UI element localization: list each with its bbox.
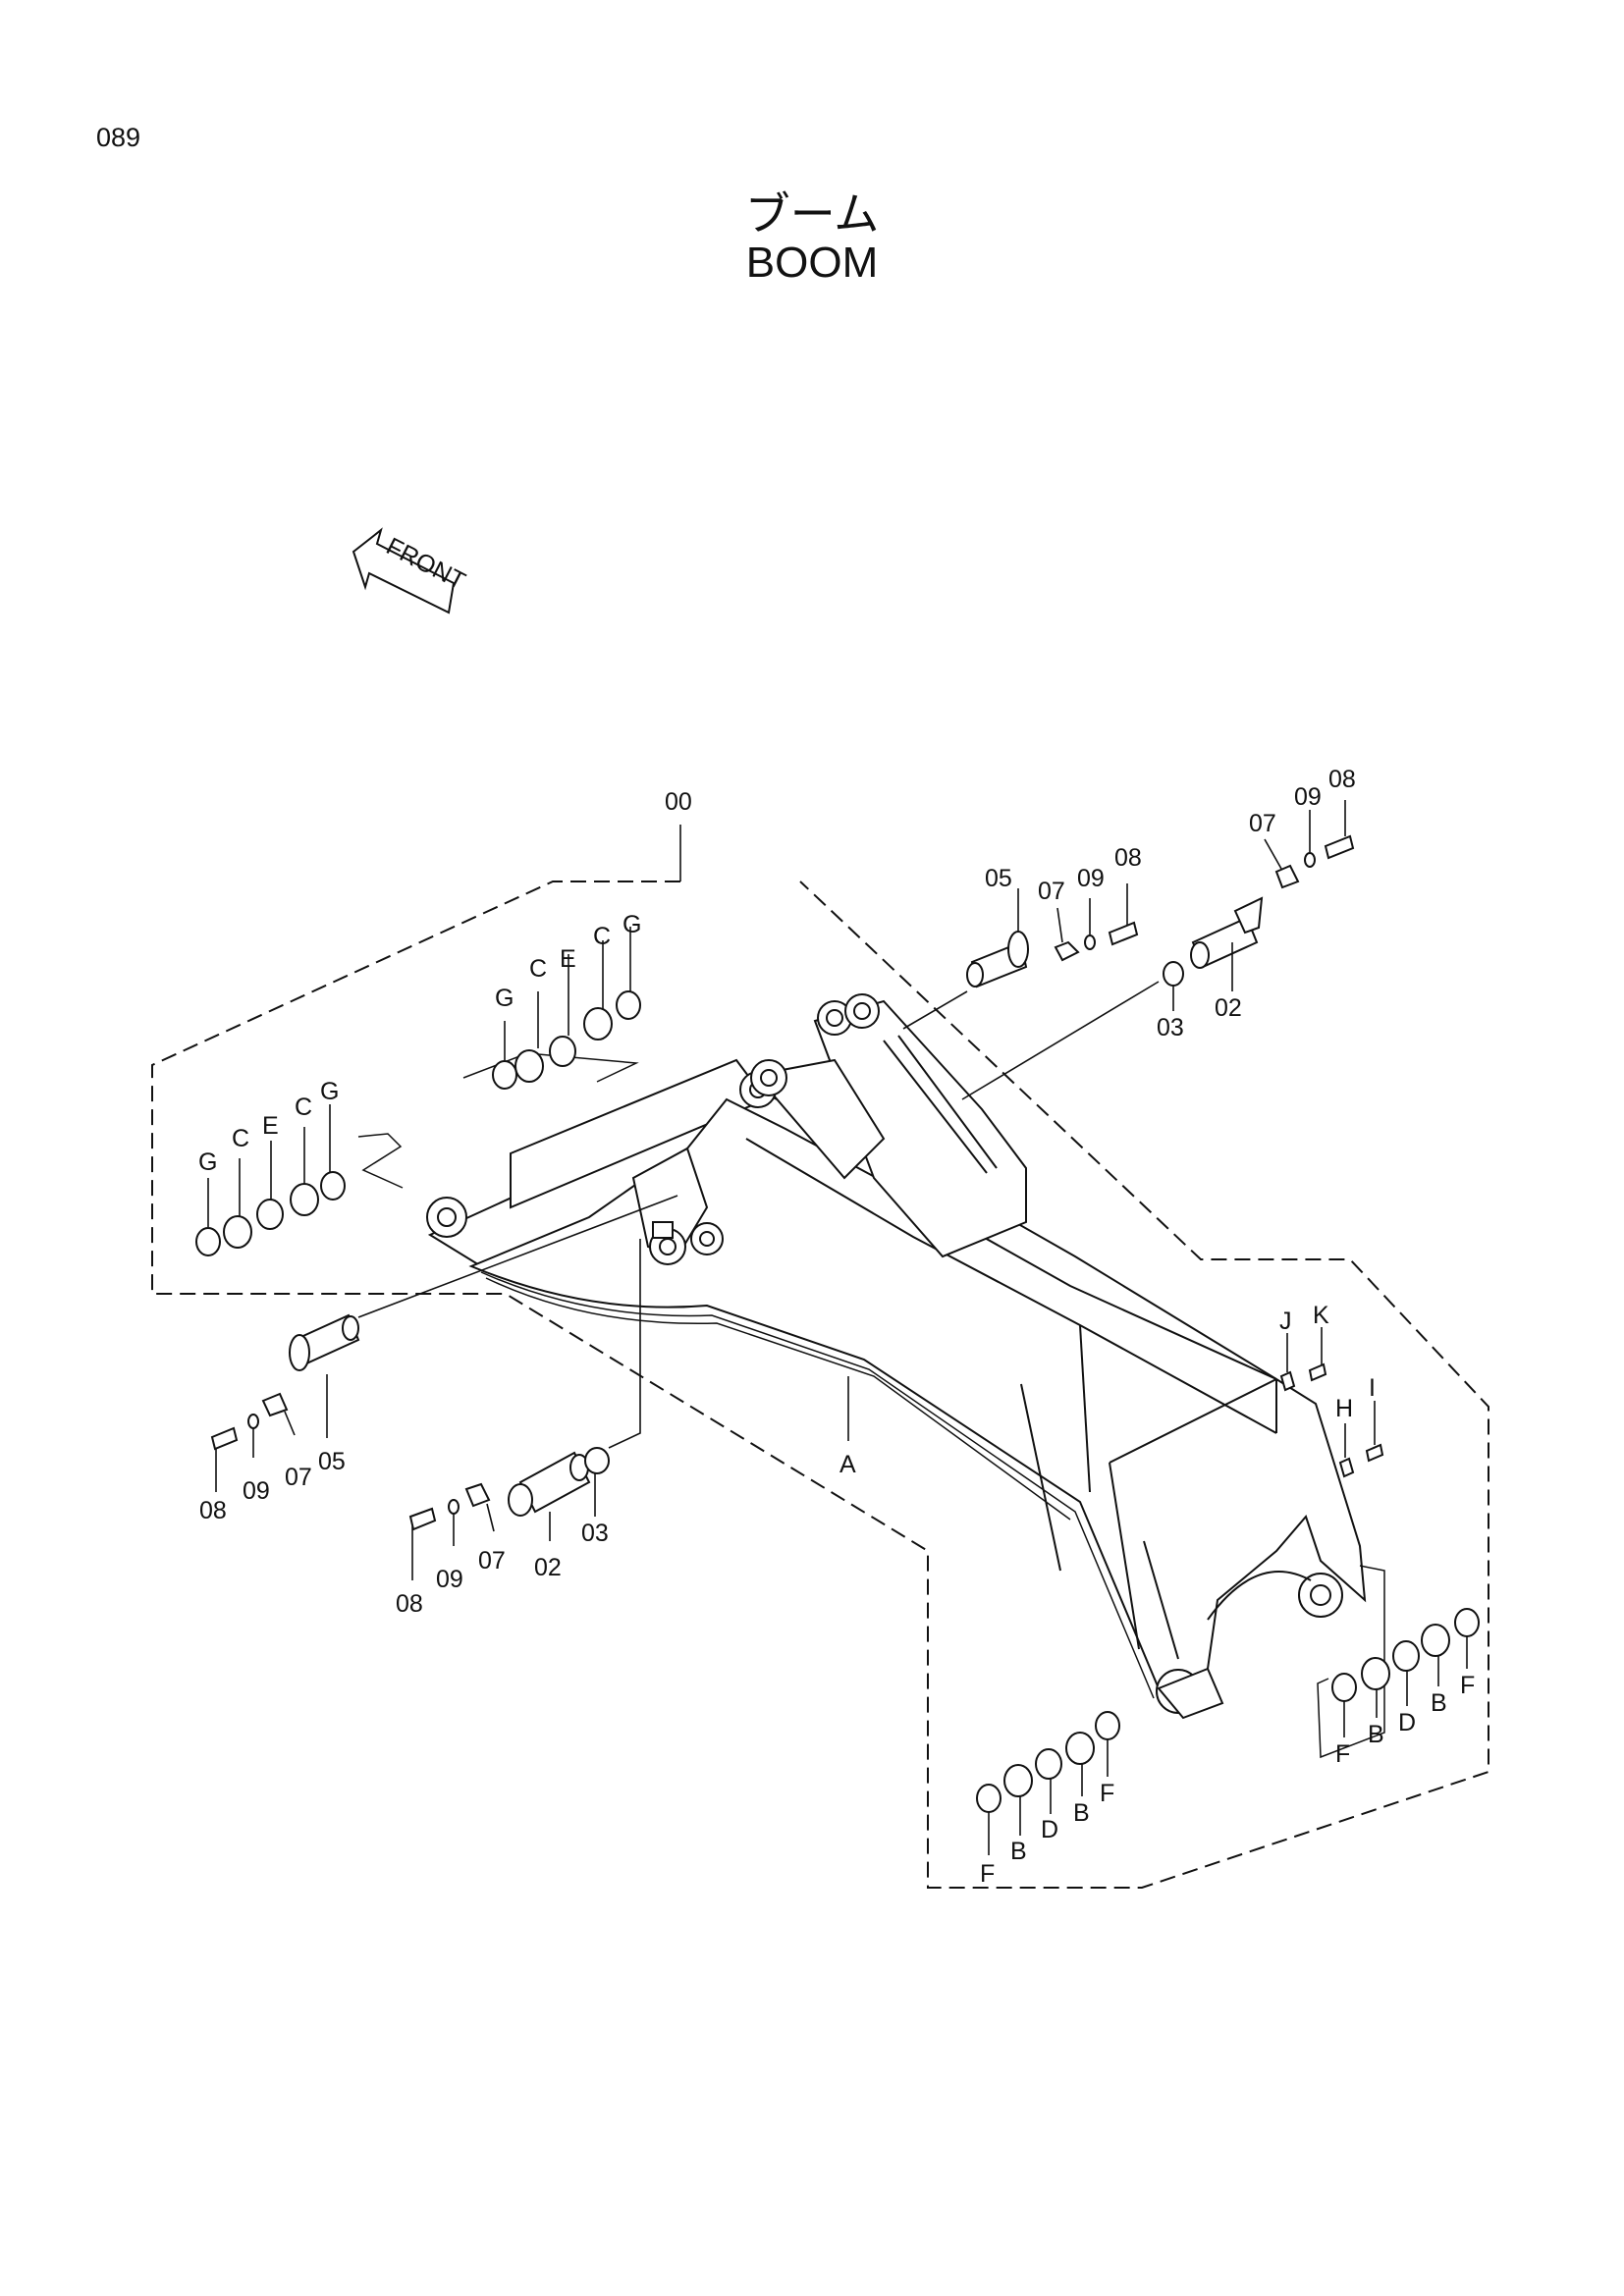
callout-G: G	[623, 911, 641, 938]
callout-03: 03	[581, 1520, 609, 1547]
callout-B: B	[1010, 1838, 1027, 1865]
callout-G: G	[495, 985, 514, 1012]
callout-B: B	[1368, 1721, 1384, 1748]
boom-body	[426, 993, 1367, 1720]
pin-05-left	[210, 1195, 678, 1451]
callout-B: B	[1073, 1799, 1090, 1827]
callout-09: 09	[243, 1477, 270, 1505]
callout-03: 03	[1157, 1014, 1184, 1041]
bushing-set-upper	[462, 990, 641, 1090]
callout-09: 09	[436, 1566, 463, 1593]
callout-07: 07	[1038, 878, 1065, 905]
callout-B: B	[1431, 1689, 1447, 1717]
bushing-set-left	[195, 1133, 404, 1256]
callout-labels: 00 A G C E C G G C E C G 05 07 09 08 07 …	[198, 766, 1475, 1888]
callout-08: 08	[1114, 844, 1142, 872]
callout-C: C	[295, 1094, 312, 1121]
callout-08: 08	[396, 1590, 423, 1618]
callout-A: A	[839, 1451, 856, 1478]
callout-08: 08	[1328, 766, 1356, 793]
callout-05: 05	[318, 1448, 346, 1475]
callout-F: F	[1100, 1780, 1114, 1807]
callout-D: D	[1398, 1709, 1416, 1736]
callout-07: 07	[285, 1464, 312, 1491]
title-japanese: ブーム	[744, 187, 880, 240]
callout-C: C	[529, 955, 547, 983]
callout-07: 07	[478, 1547, 506, 1575]
callout-00: 00	[665, 788, 692, 816]
pin-02-lower	[408, 1239, 641, 1531]
callout-F: F	[980, 1860, 995, 1888]
callout-C: C	[593, 923, 611, 950]
leader-lines	[207, 800, 1468, 1855]
callout-C: C	[232, 1125, 249, 1152]
callout-09: 09	[1077, 865, 1105, 892]
callout-G: G	[198, 1148, 217, 1176]
assembly-boundary	[151, 881, 1489, 1889]
callout-E: E	[560, 945, 576, 973]
callout-05: 05	[985, 865, 1012, 892]
fasteners-jkhi	[1279, 1362, 1384, 1478]
callout-07: 07	[1249, 810, 1276, 837]
callout-02: 02	[534, 1554, 562, 1581]
callout-F: F	[1335, 1740, 1350, 1768]
callout-E: E	[262, 1112, 279, 1140]
callout-H: H	[1335, 1395, 1353, 1422]
callout-09: 09	[1294, 783, 1322, 811]
callout-I: I	[1369, 1374, 1376, 1402]
callout-K: K	[1313, 1302, 1329, 1329]
callout-D: D	[1041, 1816, 1058, 1843]
callout-F: F	[1460, 1672, 1475, 1699]
callout-J: J	[1279, 1308, 1292, 1335]
pin-02-upper	[961, 834, 1355, 1100]
callout-02: 02	[1215, 994, 1242, 1022]
page-number: 089	[96, 123, 141, 152]
front-arrow-icon: FRONT	[352, 527, 469, 614]
bushing-set-lower-right-1	[976, 1711, 1120, 1813]
title-english: BOOM	[745, 239, 879, 287]
callout-08: 08	[199, 1497, 227, 1524]
callout-G: G	[320, 1078, 339, 1105]
